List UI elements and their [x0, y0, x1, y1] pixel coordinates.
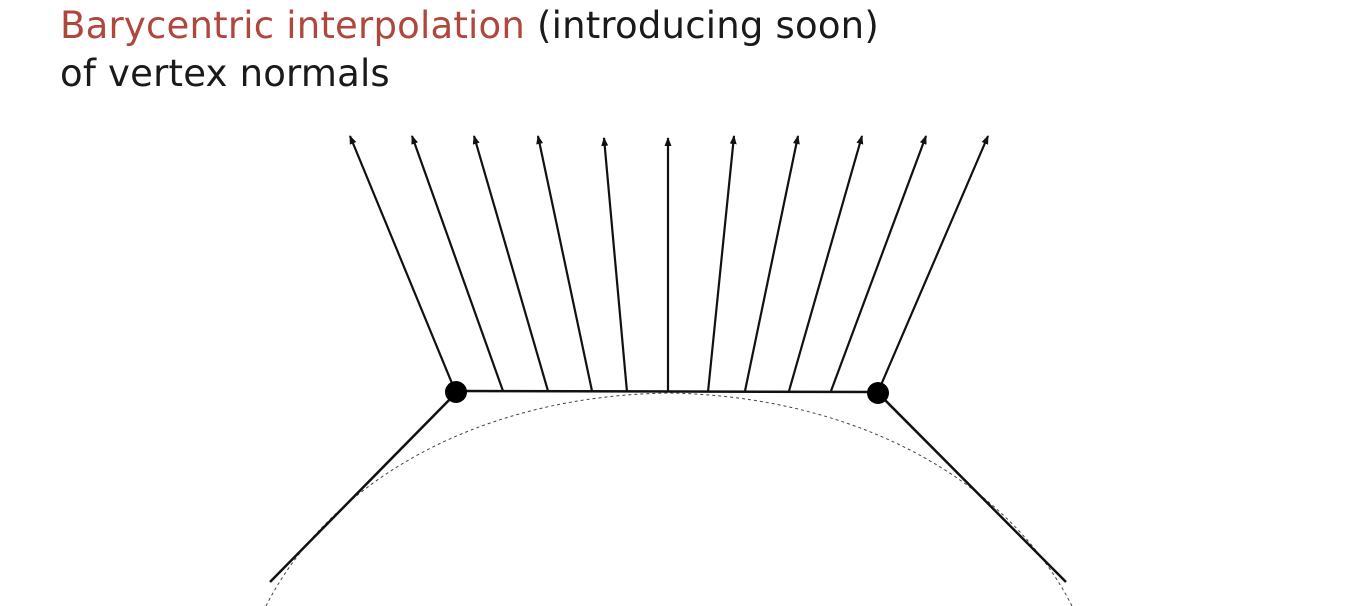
normal-arrow	[787, 135, 864, 392]
normal-arrow	[706, 135, 737, 393]
title-line-2: of vertex normals	[60, 52, 390, 95]
left-edge	[269, 392, 457, 583]
normal-arrow	[472, 135, 550, 392]
title-line-1: Barycentric interpolation (introducing s…	[60, 2, 879, 50]
normal-arrow	[876, 135, 990, 393]
normal-arrow	[601, 137, 629, 393]
right-edge	[877, 392, 1067, 583]
normal-arrows	[348, 135, 990, 394]
smooth-surface-curve	[265, 392, 1073, 606]
title-rest: (introducing soon)	[525, 4, 879, 47]
vertex-right	[867, 382, 889, 404]
title-highlight: Barycentric interpolation	[60, 4, 525, 47]
vertex-left	[445, 381, 467, 403]
normal-arrow	[536, 135, 594, 392]
slide-title: Barycentric interpolation (introducing s…	[60, 2, 879, 98]
normal-arrow	[410, 135, 505, 392]
normal-arrow	[348, 135, 458, 394]
normal-arrow	[829, 135, 928, 392]
normal-arrow	[743, 135, 800, 392]
